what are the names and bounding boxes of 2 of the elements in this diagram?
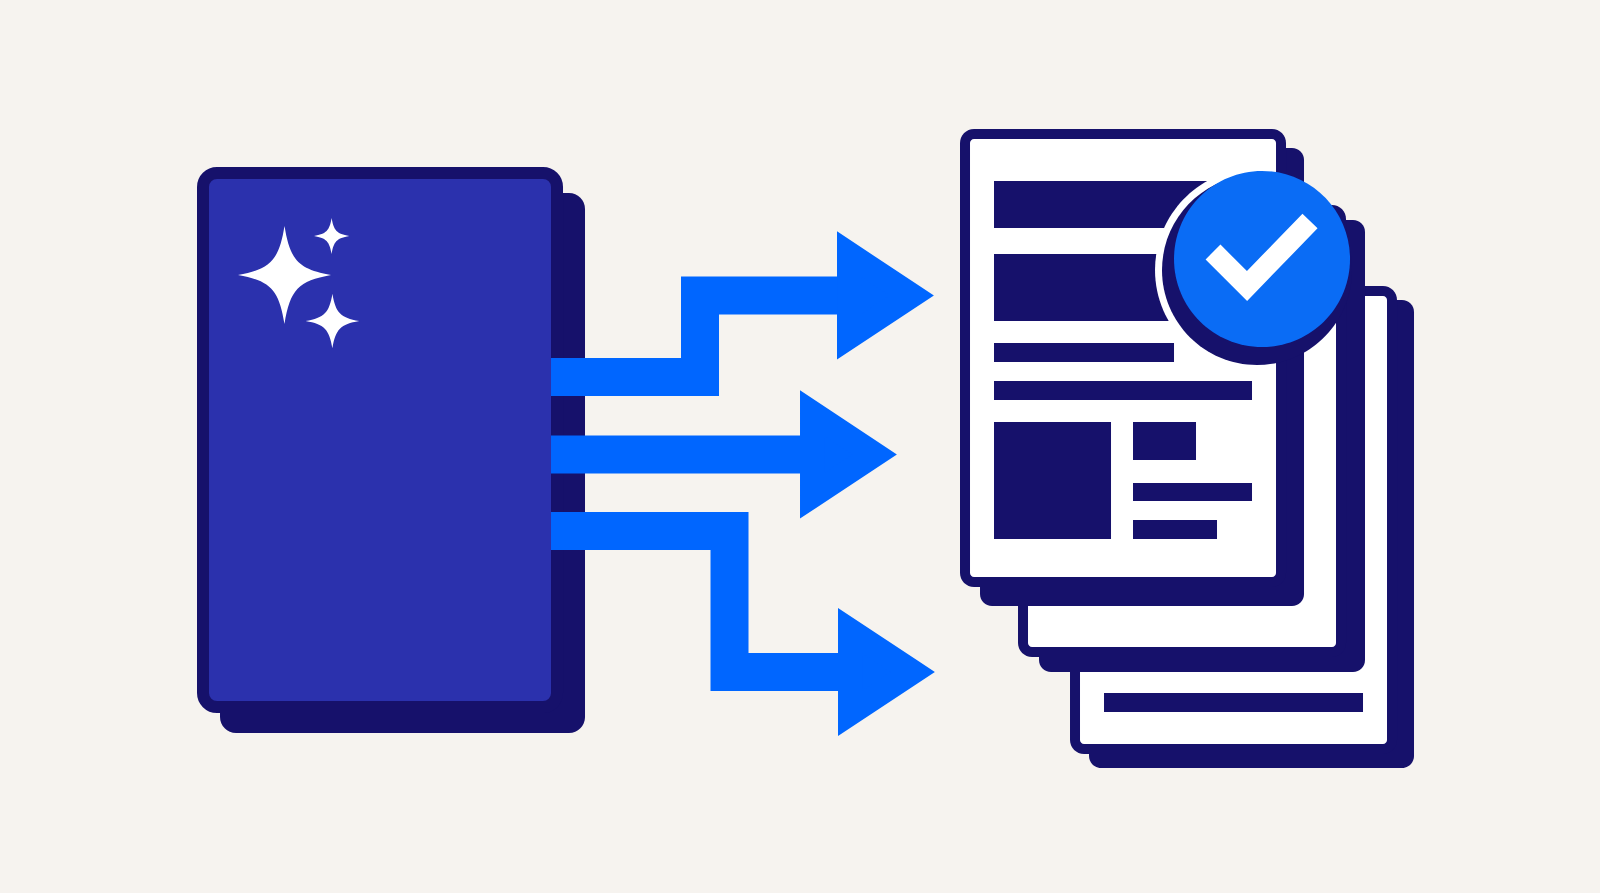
document-stack <box>960 129 1414 768</box>
panel <box>197 167 585 733</box>
